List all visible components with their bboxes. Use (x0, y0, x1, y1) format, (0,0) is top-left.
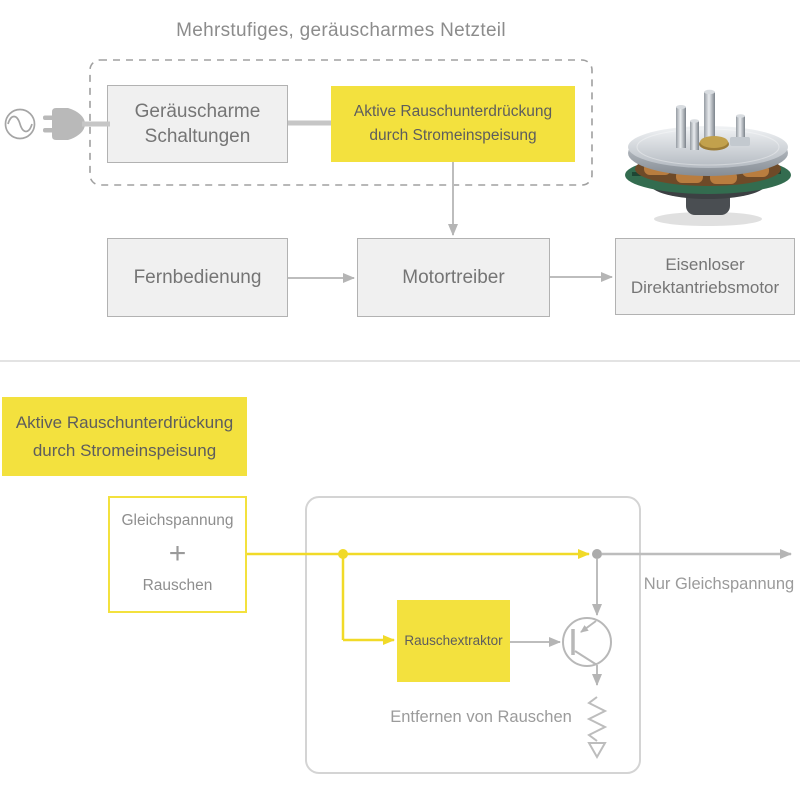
active-noise-suppression-box: Aktive Rauschunterdrückung durch Stromei… (331, 86, 575, 162)
remote-control-box: Fernbedienung (107, 238, 288, 317)
remote-label: Fernbedienung (133, 266, 262, 288)
dc-input-line2: Rauschen (142, 576, 213, 594)
quiet-circuits-line2: Schaltungen (144, 126, 251, 147)
driver-label: Motortreiber (402, 266, 505, 288)
dc-input-line1: Gleichspannung (121, 512, 234, 529)
noise-extractor-box: Rauschextraktor (397, 600, 510, 682)
section-divider (0, 360, 800, 362)
motor-photo (625, 89, 791, 226)
anc-heading-line2: durch Stromeinspeisung (32, 440, 217, 460)
output-label: Nur Gleichspannung (643, 575, 795, 593)
noise-removal-label: Entfernen von Rauschen (390, 708, 572, 726)
motor-line2: Direktantriebsmotor (630, 277, 780, 297)
extractor-label: Rauschextraktor (404, 633, 503, 649)
dc-plus-noise-input-box: Gleichspannung + Rauschen (108, 496, 247, 613)
quiet-circuits-line1: Geräuscharme (134, 100, 261, 122)
quiet-circuits-box: Geräuscharme Schaltungen (107, 85, 288, 163)
plug-icon (43, 108, 85, 140)
anc-line1: Aktive Rauschunterdrückung (353, 102, 553, 120)
anc-heading-line1: Aktive Rauschunterdrückung (15, 413, 234, 433)
page-title: Mehrstufiges, geräuscharmes Netzteil (176, 20, 506, 41)
anc-line2: durch Stromeinspeisung (369, 127, 537, 144)
motor-driver-box: Motortreiber (357, 238, 550, 317)
ironless-motor-box: Eisenloser Direktantriebsmotor (615, 238, 795, 315)
photo-shadow (654, 212, 762, 226)
ac-source-icon (4, 108, 36, 140)
anc-heading-label: Aktive Rauschunterdrückung durch Stromei… (2, 397, 247, 476)
motor-pins (676, 89, 750, 150)
plus-sign: + (168, 537, 187, 570)
motor-line1: Eisenloser (665, 255, 745, 275)
